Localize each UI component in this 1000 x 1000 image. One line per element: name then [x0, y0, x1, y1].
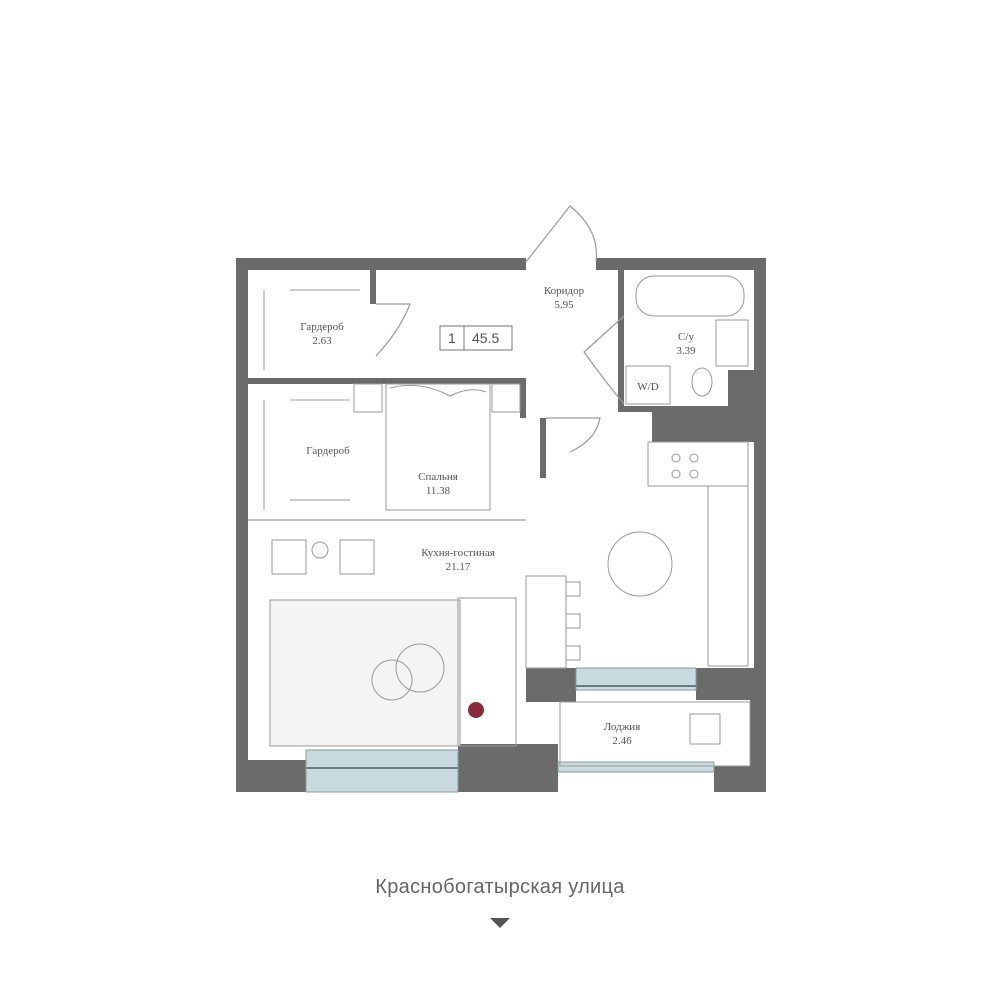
room-area-wardrobe1: 2.63: [312, 335, 332, 347]
room-name-loggia: Лоджия: [604, 721, 641, 733]
bed: [353, 383, 521, 511]
room-name-bedroom: Спальня: [418, 471, 458, 483]
doors: [248, 205, 625, 521]
rooms-count: 1: [448, 330, 456, 346]
apartment-badge: 1 45.5: [439, 325, 513, 351]
wardrobe-hangers: [263, 289, 360, 510]
street-name: Краснобогатырская улица: [375, 876, 625, 898]
room-name-wardrobe1: Гардероб: [300, 321, 344, 333]
room-name-corridor: Коридор: [544, 285, 585, 297]
kitchen-fixtures: [525, 441, 749, 669]
living-furniture: [269, 539, 721, 747]
walls: [236, 258, 766, 792]
windows: [305, 667, 715, 793]
triangle-down-icon: [490, 918, 510, 928]
room-name-bathroom: С/у: [678, 331, 694, 343]
room-name-kitchen: Кухня-гостиная: [421, 547, 495, 559]
room-name-wardrobe2: Гардероб: [306, 445, 350, 457]
room-area-loggia: 2.46: [612, 735, 632, 747]
room-labels: Коридор 5.95 Гардероб 2.63 С/у 3.39 Гард…: [300, 285, 696, 747]
bathroom-fixtures: [625, 275, 749, 405]
room-area-kitchen: 21.17: [446, 561, 471, 573]
total-area: 45.5: [472, 330, 499, 346]
washer-label: W/D: [637, 381, 658, 393]
loggia-outline: [559, 701, 751, 767]
room-area-corridor: 5.95: [554, 299, 574, 311]
room-area-bathroom: 3.39: [676, 345, 696, 357]
room-area-bedroom: 11.38: [426, 485, 451, 497]
